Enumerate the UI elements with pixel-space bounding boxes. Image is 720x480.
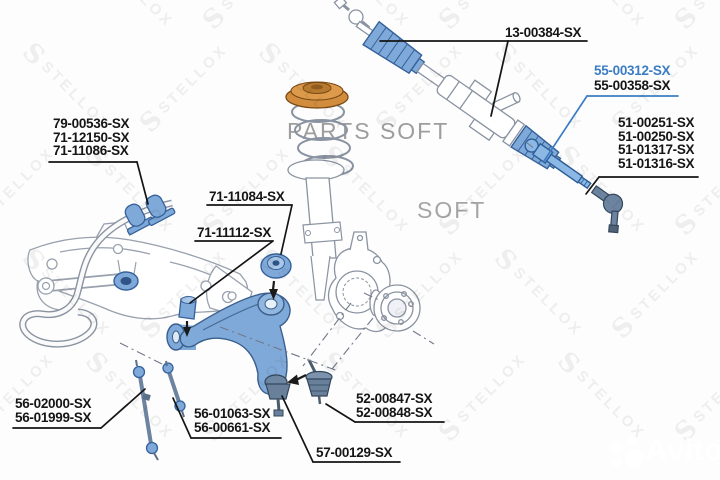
label-stabilizer-bushing: 79-00536-SX 71-12150-SX 71-11086-SX <box>53 116 130 159</box>
label-arm-rear-bushing: 71-11084-SX <box>209 189 285 204</box>
stab-link-right-art <box>162 360 186 418</box>
assembly-dash-lines <box>119 141 537 372</box>
label-control-arm: 57-00129-SX <box>316 445 393 460</box>
torque-arm-art <box>37 259 139 295</box>
avito-logo-text: Avito <box>645 432 720 467</box>
parts-soft-watermark-partial: SOFT <box>417 197 487 223</box>
ball-joint-art <box>287 359 333 405</box>
avito-logo-dot <box>612 457 622 467</box>
label-ball-joint: 52-00847-SX 52-00848-SX <box>356 391 433 420</box>
avito-logo-dot <box>610 441 623 454</box>
axial-rod-highlight <box>524 138 592 190</box>
arm-front-bushing-art <box>178 296 197 337</box>
label-stab-link-left: 56-02000-SX 56-01999-SX <box>15 396 92 425</box>
label-axial-rod: 55-00312-SX 55-00358-SX <box>594 63 671 93</box>
arm-rear-bushing-art <box>260 253 292 300</box>
avito-logo-dot <box>625 449 644 468</box>
label-stab-link-right: 56-01063-SX 56-00661-SX <box>194 406 271 435</box>
avito-logo-dot <box>627 436 637 446</box>
highlight-leader-line <box>543 95 679 162</box>
control-arm-art <box>166 292 291 417</box>
stabilizer-bar-art <box>19 199 173 348</box>
wheel-hub-art <box>369 284 421 332</box>
label-tie-rod-end: 51-00251-SX 51-00250-SX 51-01317-SX 51-0… <box>618 115 695 171</box>
label-arm-front-bushing: 71-11112-SX <box>197 225 272 240</box>
stabilizer-clamp-art <box>124 194 176 235</box>
highlighted-part-number: 55-00312-SX <box>594 63 671 78</box>
label-steering-rack: 13-00384-SX <box>505 25 582 40</box>
steering-rack-art <box>333 0 624 234</box>
label-leader-lines <box>12 40 699 463</box>
stab-link-left-art <box>132 359 159 461</box>
strut-art <box>285 81 354 301</box>
